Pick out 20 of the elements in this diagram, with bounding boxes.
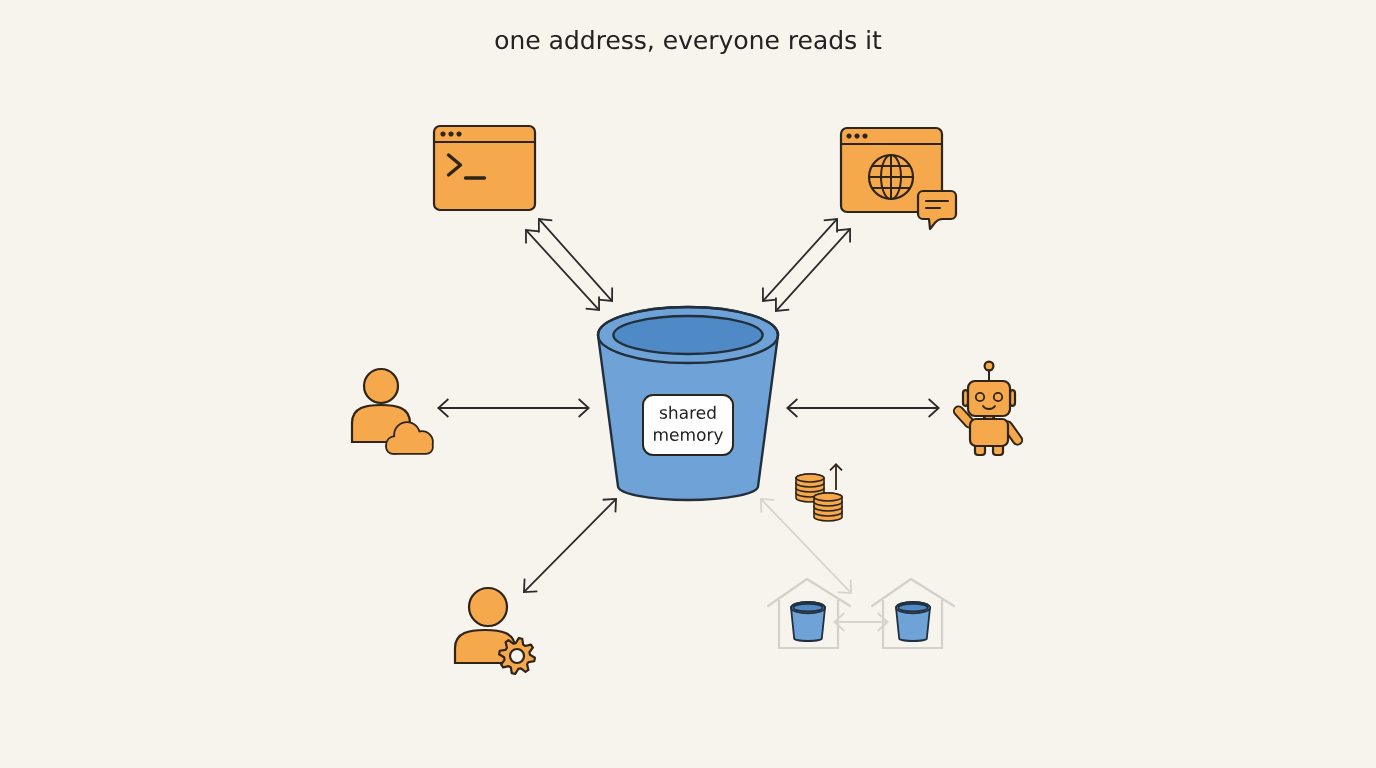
title: one address, everyone reads it bbox=[495, 29, 882, 55]
double-arrow bbox=[537, 218, 614, 302]
person-with-cloud bbox=[350, 367, 434, 455]
bucket bbox=[790, 601, 826, 642]
bucket bbox=[895, 601, 931, 642]
double-arrow bbox=[437, 398, 590, 418]
double-arrow bbox=[525, 229, 600, 311]
terminal-window bbox=[432, 124, 537, 212]
double-arrow bbox=[833, 612, 889, 632]
label-box: shared memory bbox=[642, 394, 734, 456]
robot bbox=[952, 360, 1024, 457]
double-arrow bbox=[762, 218, 838, 302]
double-arrow bbox=[760, 498, 852, 594]
browser-window bbox=[839, 126, 958, 231]
person-with-gear bbox=[453, 586, 536, 675]
house-outline bbox=[766, 577, 852, 650]
house-outline bbox=[870, 577, 956, 650]
double-arrow bbox=[786, 398, 940, 418]
double-arrow bbox=[775, 228, 851, 312]
double-arrow bbox=[523, 498, 617, 593]
